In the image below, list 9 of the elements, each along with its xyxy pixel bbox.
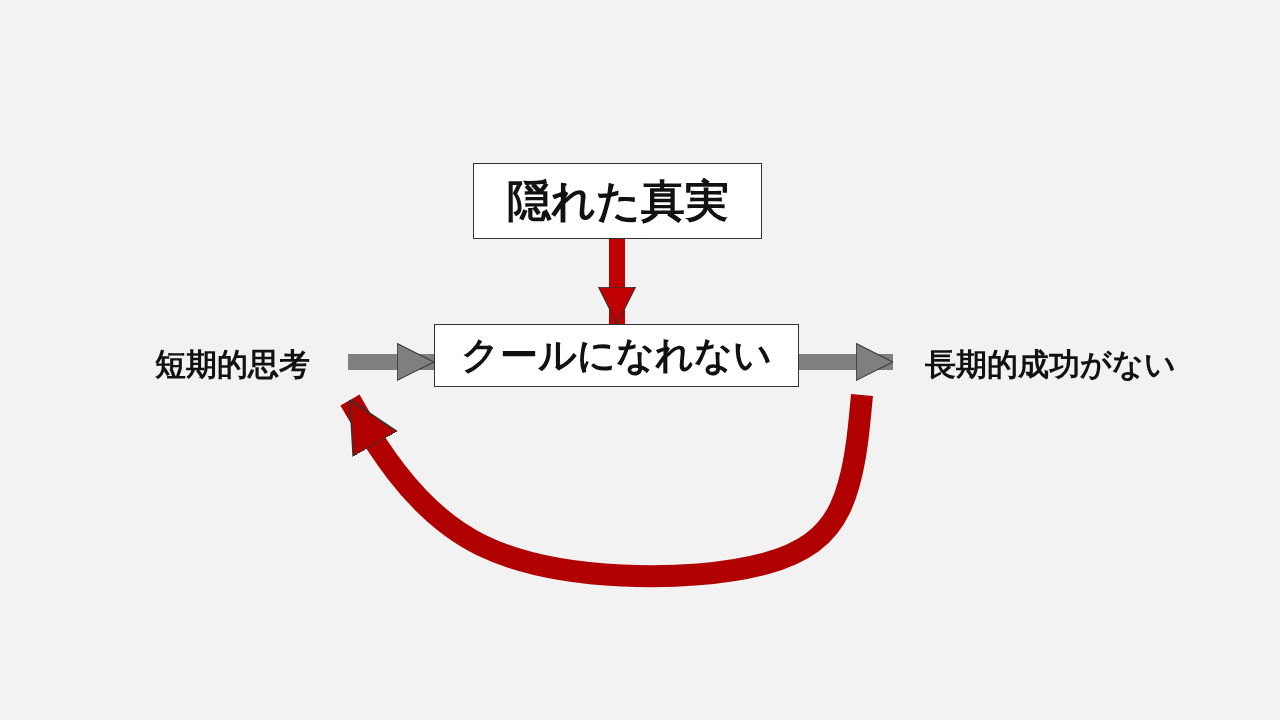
node-label: 隠れた真実 [506,173,729,228]
block-arrow [348,343,435,381]
node-label: クールになれない [461,332,772,379]
text-box [434,324,799,387]
node-label: 短期的思考 [155,345,310,384]
node-label: 長期的成功がない [924,345,1176,384]
block-arrow [598,239,636,325]
block-arrow [799,343,894,381]
text-box [473,163,762,239]
